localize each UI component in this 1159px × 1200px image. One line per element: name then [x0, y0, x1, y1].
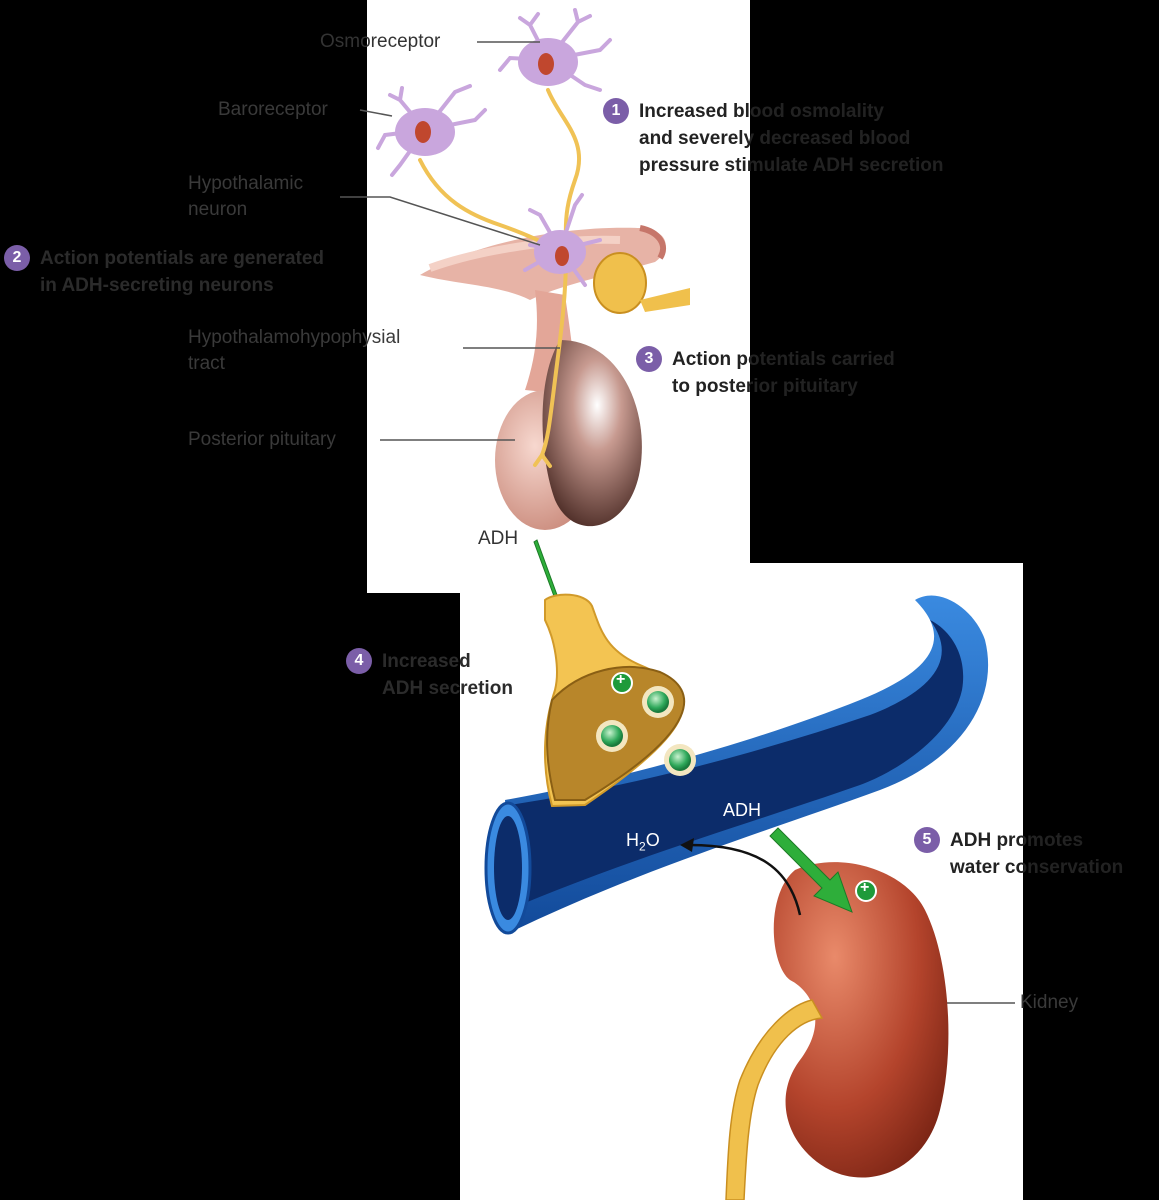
- step-5-badge: 5: [914, 827, 940, 853]
- osmoreceptor-label: Osmoreceptor: [320, 31, 441, 52]
- osmoreceptor-neuron: [498, 8, 612, 92]
- step-3-line-1: Action potentials carried: [672, 349, 895, 370]
- step-5-line-2: water conservation: [950, 857, 1124, 878]
- neuron-axons: [418, 88, 582, 468]
- plus-glyph-kidney: +: [860, 879, 870, 896]
- step-5-text: ADH promotes water conservation: [950, 827, 1123, 881]
- step-1-line-2: and severely decreased blood: [639, 128, 911, 149]
- step-1-line-3: pressure stimulate ADH secretion: [639, 155, 944, 176]
- step-3-badge: 3: [636, 346, 662, 372]
- tract-line-2: tract: [188, 353, 225, 374]
- step-3-text: Action potentials carried to posterior p…: [672, 346, 895, 400]
- step-2-text: Action potentials are generated in ADH-s…: [40, 245, 324, 299]
- kidney-organ: [725, 862, 949, 1200]
- water-arrow: [689, 843, 802, 916]
- hypothalamic-neuron-label: Hypothalamic neuron: [188, 171, 303, 223]
- kidney-label: Kidney: [1020, 992, 1079, 1013]
- step-4-text: Increased ADH secretion: [382, 648, 513, 702]
- tract-label: Hypothalamohypophysial tract: [188, 325, 400, 377]
- step-2-badge: 2: [4, 245, 30, 271]
- adh-top-label: ADH: [478, 528, 519, 549]
- plus-glyph-terminal: +: [616, 671, 626, 688]
- step-5-line-1: ADH promotes: [950, 830, 1084, 851]
- water-h: H: [626, 830, 639, 850]
- hypothalamic-neuron-line-2: neuron: [188, 199, 248, 220]
- water-sub: 2: [639, 839, 646, 854]
- plus-icon-kidney: [855, 880, 877, 902]
- step-1-line-1: Increased blood osmolality: [639, 101, 884, 122]
- ureter: [725, 999, 824, 1200]
- step-4-line-1: Increased: [382, 651, 471, 672]
- water-label: H2O: [626, 830, 660, 854]
- tract-line-1: Hypothalamohypophysial: [188, 327, 401, 348]
- baroreceptor-label: Baroreceptor: [218, 99, 328, 120]
- step-4-badge: 4: [346, 648, 372, 674]
- plus-icon-terminal: [611, 672, 633, 694]
- baroreceptor-neuron: [376, 84, 487, 177]
- water-o: O: [645, 830, 660, 850]
- adh-arrow-kidney: [769, 827, 853, 913]
- blood-vessel: [484, 595, 989, 935]
- pituitary-gland: [495, 340, 642, 530]
- leader-lines: [340, 41, 1015, 1004]
- posterior-pituitary-label: Posterior pituitary: [188, 429, 336, 450]
- optic-chiasm: [593, 252, 647, 314]
- step-1-badge: 1: [603, 98, 629, 124]
- step-2-line-2: in ADH-secreting neurons: [40, 275, 274, 296]
- step-1-text: Increased blood osmolality and severely …: [639, 98, 943, 179]
- hypothalamic-neuron-line-1: Hypothalamic: [188, 173, 304, 194]
- adh-vessel-label: ADH: [723, 800, 762, 820]
- axon-terminal: [544, 593, 696, 808]
- step-2-line-1: Action potentials are generated: [40, 248, 325, 269]
- step-4-line-2: ADH secretion: [382, 678, 513, 699]
- hypothalamic-neuron-cell: [523, 193, 602, 287]
- step-3-line-2: to posterior pituitary: [672, 376, 858, 397]
